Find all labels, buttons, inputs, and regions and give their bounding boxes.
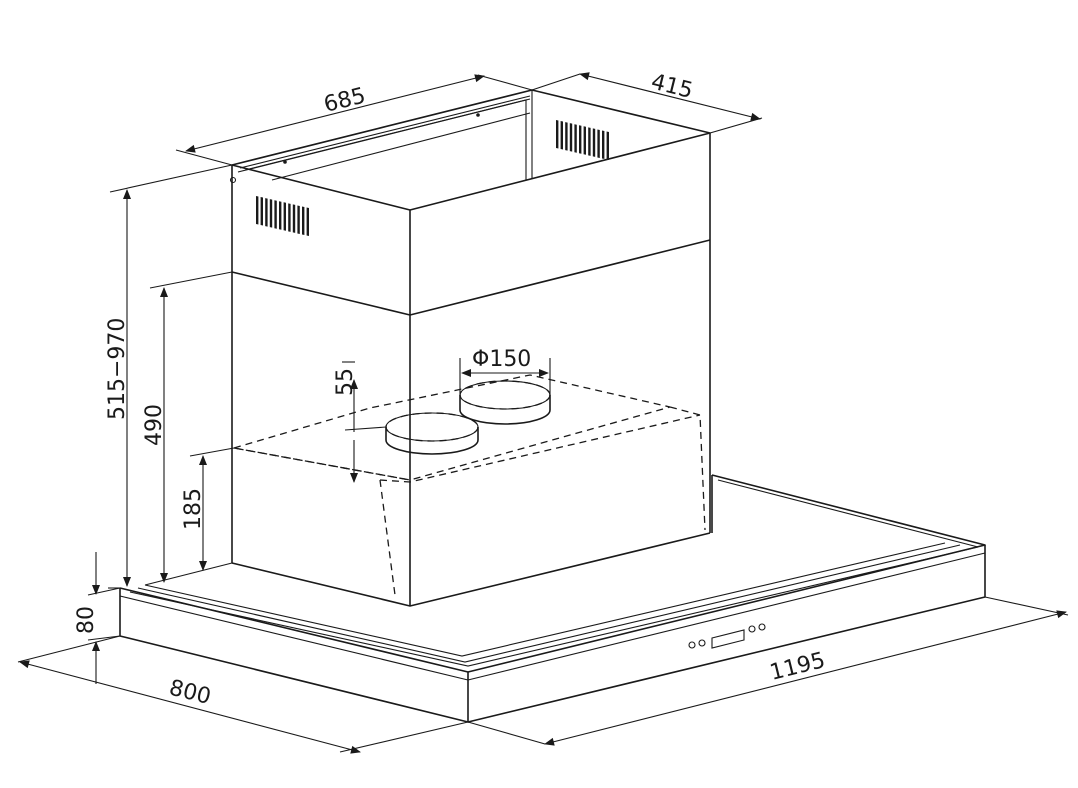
label-canopy-depth: 800	[167, 676, 214, 710]
vent-slot	[292, 204, 296, 233]
vent-slot	[306, 207, 309, 237]
upper-chimney	[229, 89, 711, 315]
vent-slot	[583, 126, 586, 155]
vent-slot	[265, 198, 268, 227]
label-outlet-offset: 55	[333, 368, 358, 396]
vent-slots-right	[556, 120, 609, 161]
label-canopy-thickness: 80	[74, 606, 99, 634]
vent-slot	[279, 201, 282, 230]
vent-slot	[588, 127, 591, 156]
label-chimney-width: 685	[321, 83, 368, 117]
label-outlet-diameter: Φ150	[472, 347, 531, 372]
label-total-height: 515−970	[105, 318, 130, 420]
vent-slot	[597, 129, 600, 158]
vent-slot	[288, 203, 291, 232]
vent-slot	[569, 123, 573, 152]
vent-slot	[274, 200, 277, 229]
vent-slot	[592, 128, 596, 157]
vent-slots-left	[256, 196, 309, 237]
dimension-lines	[17, 72, 1069, 754]
vent-slot	[565, 122, 568, 151]
label-chimney-depth: 415	[649, 70, 696, 104]
vent-slot	[302, 206, 305, 235]
motor-housing	[231, 239, 711, 607]
vent-slot	[297, 205, 300, 234]
vent-slot	[579, 125, 582, 154]
internal-motor-outline	[233, 358, 706, 596]
vent-slot	[283, 202, 286, 231]
vent-slot	[606, 131, 609, 161]
vent-slot	[256, 196, 259, 225]
vent-slot	[602, 130, 605, 159]
canopy	[119, 474, 986, 723]
vent-slot	[260, 197, 263, 226]
vent-slot	[269, 199, 273, 228]
label-motor-height: 185	[181, 488, 206, 530]
control-panel-icon	[688, 623, 766, 649]
label-chimney-height: 490	[142, 404, 167, 446]
vent-slot	[560, 121, 563, 150]
vent-slot	[556, 120, 559, 149]
vent-slot	[574, 124, 577, 153]
